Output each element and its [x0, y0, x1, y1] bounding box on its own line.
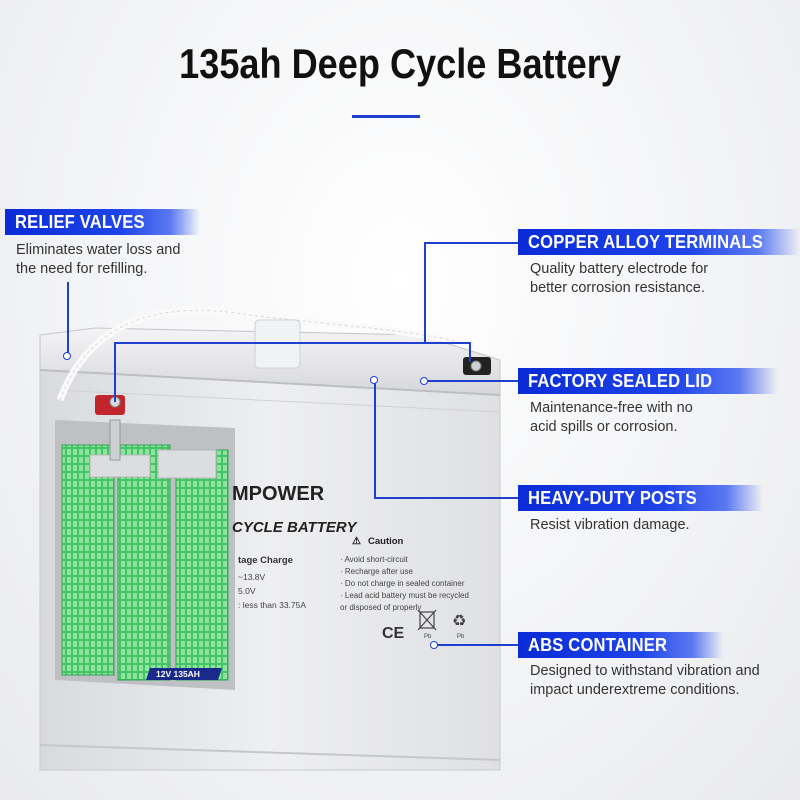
copper-terminals-badge: COPPER ALLOY TERMINALS	[518, 229, 800, 255]
recycle-bin-icon	[417, 609, 437, 631]
svg-text:· Avoid short-circuit: · Avoid short-circuit	[340, 555, 409, 564]
heavy-posts-leader-v	[374, 380, 376, 498]
abs-container-desc: Designed to withstand vibration and impa…	[530, 663, 760, 698]
heavy-posts-badge: HEAVY-DUTY POSTS	[518, 485, 763, 511]
cell-plates-2	[117, 444, 171, 681]
svg-text:· Recharge after use: · Recharge after use	[340, 567, 413, 576]
sealed-lid-desc: Maintenance-free with no acid spills or …	[530, 400, 693, 435]
svg-text:or disposed of properly: or disposed of properly	[340, 603, 421, 612]
brand-label: MPOWER	[232, 483, 325, 505]
copper-terminals-desc: Quality battery electrode for better cor…	[530, 261, 709, 296]
copper-terminals-leader-h2	[114, 342, 470, 344]
page-title: 135ah Deep Cycle Battery	[179, 40, 621, 87]
abs-container-badge: ABS CONTAINER	[518, 632, 723, 658]
model-label: CYCLE BATTERY	[232, 519, 358, 536]
copper-terminals-leader-v2	[114, 342, 116, 402]
svg-text:⚠: ⚠	[352, 536, 361, 547]
title-underline	[352, 115, 420, 118]
svg-text:· Do not charge in sealed cont: · Do not charge in sealed container	[340, 579, 465, 588]
relief-valves-point	[63, 352, 71, 360]
heavy-posts-desc: Resist vibration damage.	[530, 517, 690, 533]
svg-text:Pb: Pb	[424, 634, 432, 640]
ce-mark: CE	[382, 625, 405, 642]
heavy-posts-leader-h	[374, 497, 520, 499]
sealed-lid-point	[420, 377, 428, 385]
copper-terminals-leader-v3	[469, 342, 471, 362]
recycle-icon: ♻	[452, 611, 466, 630]
cell-plates-1	[61, 444, 115, 676]
svg-text:12V 135AH: 12V 135AH	[156, 669, 200, 679]
handle-grip	[254, 319, 301, 369]
svg-text:Caution: Caution	[368, 536, 404, 547]
svg-text:tage Charge: tage Charge	[238, 555, 293, 566]
svg-text:5.0V: 5.0V	[238, 586, 256, 596]
copper-terminals-leader-h1	[424, 242, 520, 244]
svg-text:Pb: Pb	[457, 634, 465, 640]
sealed-lid-badge: FACTORY SEALED LID	[518, 368, 778, 394]
svg-text:· Lead acid battery must be re: · Lead acid battery must be recycled	[340, 591, 469, 600]
relief-valves-desc: Eliminates water loss and the need for r…	[16, 242, 181, 277]
svg-text:~13.8V: ~13.8V	[238, 572, 266, 582]
relief-valves-leader	[67, 282, 69, 356]
abs-container-leader	[434, 644, 520, 646]
positive-terminal	[95, 395, 125, 415]
cell-plates-3	[175, 449, 229, 681]
svg-text:: less than 33.75A: : less than 33.75A	[238, 600, 306, 610]
abs-container-point	[430, 641, 438, 649]
rating-badge	[146, 668, 222, 680]
relief-valves-badge: RELIEF VALVES	[5, 209, 200, 235]
heavy-posts-point	[370, 376, 378, 384]
copper-terminals-leader-v	[424, 242, 426, 342]
sealed-lid-leader	[424, 380, 520, 382]
